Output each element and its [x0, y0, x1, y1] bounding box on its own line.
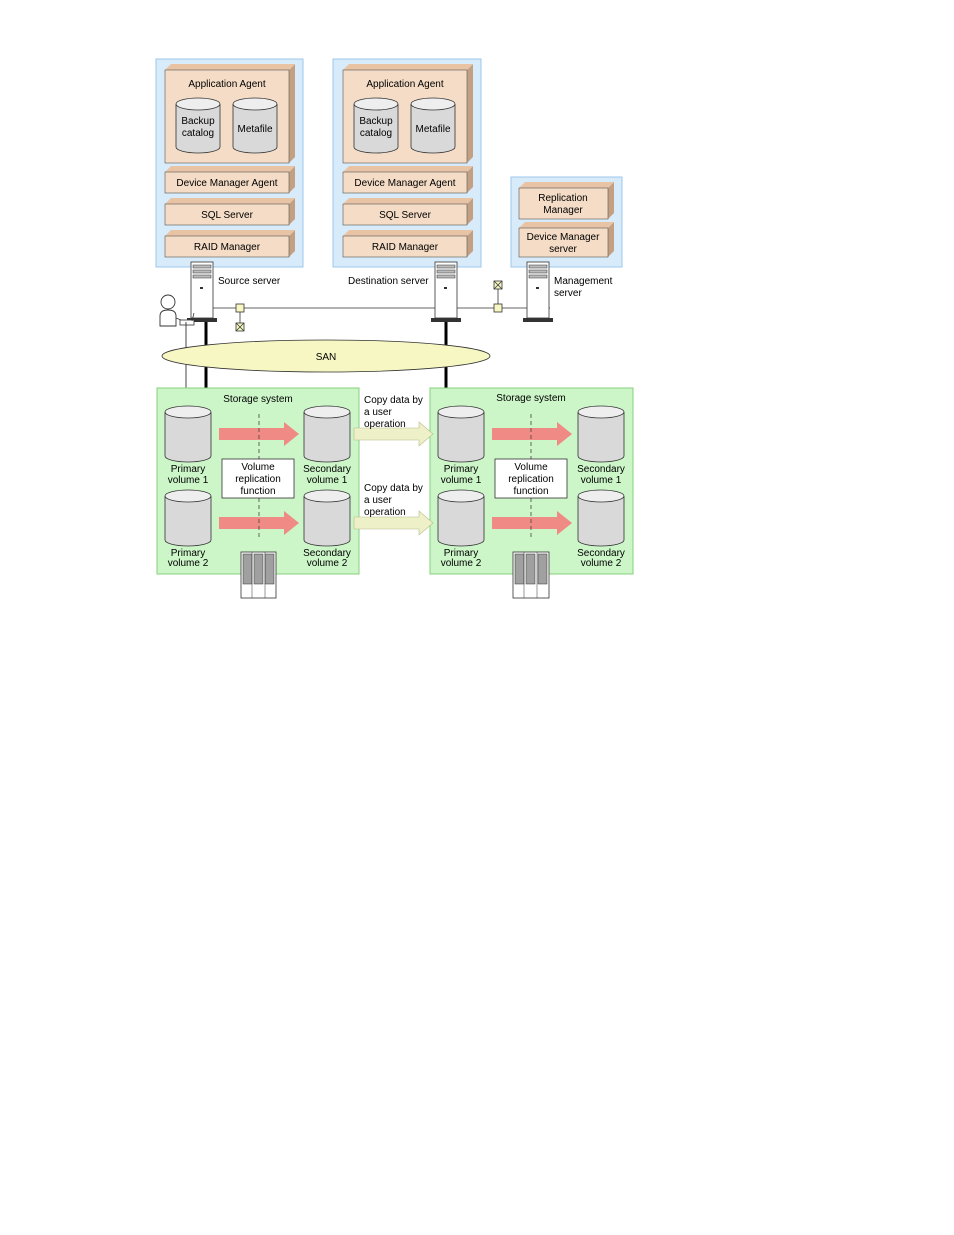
source-device-manager-agent-box: Device Manager Agent	[164, 166, 295, 194]
source-backup-catalog-label-2: catalog	[182, 128, 214, 139]
management-server-label-1: Management	[554, 276, 613, 287]
left-secondary-volume-2-cylinder	[303, 489, 351, 547]
right-secondary-volume-1-cylinder	[577, 405, 625, 463]
lan-connector-source	[235, 303, 245, 332]
left-storage-cabinet-icon	[240, 551, 277, 599]
copy-label-1-line-1: Copy data by	[364, 395, 423, 406]
source-sql-server-box: SQL Server	[164, 198, 295, 226]
left-secondary-volume-1-label-1: Secondary	[303, 464, 351, 475]
copy-arrow-2	[353, 510, 434, 536]
device-manager-server-box: Device Manager server	[518, 222, 614, 258]
left-primary-volume-2-label-2: volume 2	[168, 558, 209, 569]
management-server-label-2: server	[554, 288, 582, 299]
left-secondary-volume-2-label-1: Secondary	[303, 548, 351, 559]
left-function-label-3: function	[240, 486, 275, 497]
device-manager-server-label-2: server	[549, 244, 577, 255]
source-device-manager-agent-label: Device Manager Agent	[176, 178, 277, 189]
destination-device-manager-agent-label: Device Manager Agent	[354, 178, 455, 189]
management-server-tower-icon	[523, 261, 553, 322]
source-raid-manager-label: RAID Manager	[194, 242, 261, 253]
left-function-label-2: replication	[235, 474, 281, 485]
copy-label-1-line-3: operation	[364, 419, 406, 430]
right-function-label-2: replication	[508, 474, 554, 485]
source-application-agent-label: Application Agent	[188, 79, 266, 90]
right-primary-volume-1-cylinder	[437, 405, 485, 463]
copy-label-2-line-3: operation	[364, 507, 406, 518]
replication-manager-label-1: Replication	[538, 193, 587, 204]
right-primary-volume-2-label-2: volume 2	[441, 558, 482, 569]
left-secondary-volume-1-cylinder	[303, 405, 351, 463]
san-ellipse	[161, 339, 491, 373]
right-primary-volume-2-label-1: Primary	[444, 548, 478, 559]
left-primary-volume-2-label-1: Primary	[171, 548, 205, 559]
storage-right-title: Storage system	[496, 393, 565, 404]
right-primary-volume-2-cylinder	[437, 489, 485, 547]
left-replication-arrow-1	[219, 422, 299, 446]
right-secondary-volume-1-label-1: Secondary	[577, 464, 625, 475]
source-metafile-label: Metafile	[237, 124, 272, 135]
source-sql-server-label: SQL Server	[201, 210, 254, 221]
right-storage-cabinet-icon	[512, 551, 550, 599]
copy-label-2-line-1: Copy data by	[364, 483, 423, 494]
copy-arrow-1	[353, 421, 434, 447]
right-function-label-1: Volume	[514, 462, 548, 473]
copy-label-1-line-2: a user	[364, 407, 392, 418]
right-primary-volume-1-label-2: volume 1	[441, 475, 482, 486]
source-server-tower-icon	[187, 261, 217, 322]
destination-server-tower-icon	[431, 261, 461, 322]
source-backup-catalog-cylinder: Backup catalog	[175, 97, 221, 154]
source-backup-catalog-label-1: Backup	[181, 116, 215, 127]
right-replication-arrow-1	[492, 422, 572, 446]
right-secondary-volume-2-label-1: Secondary	[577, 548, 625, 559]
source-metafile-cylinder: Metafile	[232, 97, 278, 154]
right-secondary-volume-2-label-2: volume 2	[581, 558, 622, 569]
destination-metafile-label: Metafile	[415, 124, 450, 135]
left-secondary-volume-1-label-2: volume 1	[307, 475, 348, 486]
destination-metafile-cylinder: Metafile	[410, 97, 456, 154]
destination-server-label: Destination server	[348, 276, 429, 287]
right-primary-volume-1-label-1: Primary	[444, 464, 478, 475]
replication-manager-box: Replication Manager	[518, 182, 614, 220]
user-icon	[159, 294, 195, 327]
storage-left-title: Storage system	[223, 394, 292, 405]
left-secondary-volume-2-label-2: volume 2	[307, 558, 348, 569]
left-primary-volume-2-cylinder	[164, 489, 212, 547]
left-primary-volume-1-cylinder	[164, 405, 212, 463]
right-function-label-3: function	[513, 486, 548, 497]
destination-sql-server-box: SQL Server	[342, 198, 473, 226]
destination-raid-manager-box: RAID Manager	[342, 230, 473, 258]
right-replication-arrow-2	[492, 511, 572, 535]
left-volume-replication-function-box	[221, 458, 295, 499]
destination-backup-catalog-label-1: Backup	[359, 116, 393, 127]
san-label: SAN	[316, 352, 337, 363]
left-primary-volume-1-label-2: volume 1	[168, 475, 209, 486]
left-function-label-1: Volume	[241, 462, 275, 473]
device-manager-server-label-1: Device Manager	[527, 232, 600, 243]
right-volume-replication-function-box	[494, 458, 568, 499]
lan-connector-management	[493, 280, 503, 313]
replication-manager-label-2: Manager	[543, 205, 583, 216]
destination-sql-server-label: SQL Server	[379, 210, 432, 221]
destination-application-agent-label: Application Agent	[366, 79, 444, 90]
destination-raid-manager-label: RAID Manager	[372, 242, 439, 253]
source-raid-manager-box: RAID Manager	[164, 230, 295, 258]
source-server-label: Source server	[218, 276, 281, 287]
destination-backup-catalog-label-2: catalog	[360, 128, 392, 139]
copy-label-2-line-2: a user	[364, 495, 392, 506]
left-primary-volume-1-label-1: Primary	[171, 464, 205, 475]
right-secondary-volume-1-label-2: volume 1	[581, 475, 622, 486]
destination-device-manager-agent-box: Device Manager Agent	[342, 166, 473, 194]
right-secondary-volume-2-cylinder	[577, 489, 625, 547]
destination-backup-catalog-cylinder: Backup catalog	[353, 97, 399, 154]
